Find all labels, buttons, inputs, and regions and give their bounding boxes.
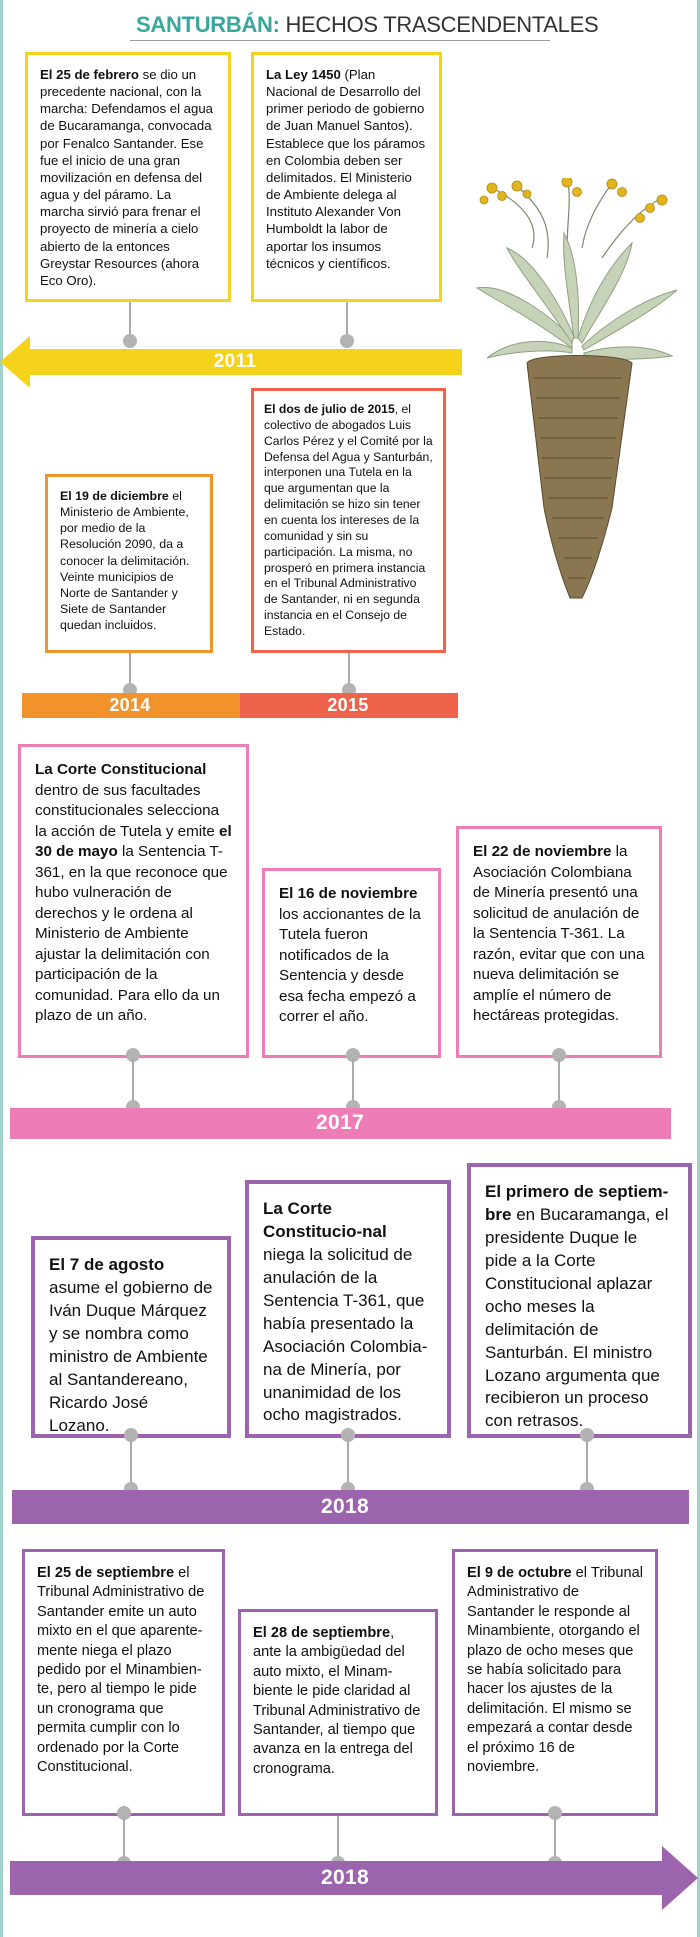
year-label-2018: 2018 bbox=[321, 1495, 369, 1518]
timeline-dot bbox=[341, 1428, 355, 1442]
timeline-stem bbox=[352, 1058, 354, 1110]
timeline-dot bbox=[340, 334, 354, 348]
event-card-nov16-2017: El 16 de noviembre los accionantes de la… bbox=[262, 868, 441, 1058]
event-card-ago-2018: El 7 de agosto asume el gobierno de Iván… bbox=[31, 1236, 231, 1438]
event-date: La Ley 1450 bbox=[266, 67, 341, 82]
timeline-dot bbox=[123, 334, 137, 348]
event-text: asume el gobierno de Iván Duque Márquez … bbox=[49, 1277, 213, 1435]
event-card-may-2017: La Corte Constitucional dentro de sus fa… bbox=[18, 744, 249, 1058]
timeline-stem bbox=[130, 1438, 132, 1492]
timeline-dot bbox=[548, 1806, 562, 1820]
timeline-stem bbox=[554, 1816, 556, 1866]
right-border bbox=[697, 0, 700, 1937]
event-card-feb-2011: El 25 de febrero se dio un precedente na… bbox=[25, 52, 231, 302]
event-card-corte-2018: La Corte Constitucio-nal niega la solici… bbox=[245, 1180, 451, 1438]
timeline-stem bbox=[348, 653, 350, 693]
event-date: El 16 de noviembre bbox=[279, 885, 418, 902]
event-date: El 7 de agosto bbox=[49, 1255, 165, 1274]
year-arrow-2011 bbox=[0, 336, 462, 388]
timeline-dot bbox=[346, 1048, 360, 1062]
event-date: El 22 de noviembre bbox=[473, 843, 612, 860]
event-card-sep25-2018: El 25 de septiembre el Tribunal Administ… bbox=[22, 1549, 225, 1816]
event-card-dic-2014: El 19 de diciembre el Ministerio de Ambi… bbox=[45, 474, 213, 653]
event-source: La Corte Constitucio-nal bbox=[263, 1199, 387, 1241]
timeline-dot bbox=[552, 1048, 566, 1062]
frailejon-plant-illustration bbox=[475, 178, 678, 599]
event-date: el 30 de mayo bbox=[35, 822, 232, 861]
event-date: El 28 de septiembre bbox=[253, 1625, 391, 1641]
event-text: el Tribunal Administrativo de Santander … bbox=[467, 1565, 644, 1776]
timeline-stem bbox=[347, 1438, 349, 1492]
timeline-dot bbox=[124, 1428, 138, 1442]
event-text: la Sentencia T-361, en la que reconoce q… bbox=[35, 843, 228, 1025]
timeline-stem bbox=[586, 1438, 588, 1492]
event-date: El 25 de febrero bbox=[40, 67, 139, 82]
year-label-2018-final: 2018 bbox=[321, 1866, 369, 1889]
event-text: el Ministerio de Ambiente, por medio de … bbox=[60, 489, 190, 632]
title-highlight: SANTURBÁN: bbox=[136, 12, 280, 37]
timeline-stem bbox=[558, 1058, 560, 1110]
event-date: El 19 de diciembre bbox=[60, 489, 169, 503]
timeline-stem bbox=[129, 653, 131, 693]
event-card-jul-2015: El dos de julio de 2015, el colectivo de… bbox=[251, 388, 446, 653]
event-card-oct9-2018: El 9 de octubre el Tribunal Administrati… bbox=[452, 1549, 658, 1816]
event-card-sep28-2018: El 28 de septiembre, ante la ambigüedad … bbox=[238, 1609, 438, 1816]
year-arrow-2018 bbox=[10, 1846, 698, 1910]
event-text: , el colectivo de abogados Luis Carlos P… bbox=[264, 402, 433, 639]
event-text: en Bucaramanga, el presidente Duque le p… bbox=[485, 1204, 669, 1431]
event-text: , ante la ambigüedad del auto mixto, el … bbox=[253, 1625, 421, 1777]
year-bar-2018 bbox=[12, 1490, 689, 1524]
title-rest: HECHOS TRASCENDENTALES bbox=[279, 12, 599, 37]
year-bar-2017 bbox=[10, 1108, 671, 1139]
event-date: El primero de septiem-bre bbox=[485, 1182, 669, 1224]
timeline-stem bbox=[129, 302, 131, 344]
event-date: El 9 de octubre bbox=[467, 1565, 572, 1581]
event-text: niega la solicitud de anulación de la Se… bbox=[263, 1244, 428, 1425]
timeline-stem bbox=[123, 1816, 125, 1866]
year-label-2014: 2014 bbox=[109, 695, 151, 715]
timeline-stem bbox=[346, 302, 348, 344]
timeline-dot bbox=[126, 1048, 140, 1062]
title-underline bbox=[130, 40, 550, 41]
event-card-ley-1450: La Ley 1450 (Plan Nacional de Desarrollo… bbox=[251, 52, 442, 302]
event-text: el Tribunal Administrativo de Santander … bbox=[37, 1565, 205, 1776]
event-card-sep1-2018: El primero de septiem-bre en Bucaramanga… bbox=[467, 1163, 692, 1438]
event-text: los accionantes de la Tutela fueron noti… bbox=[279, 905, 421, 1026]
event-date: El dos de julio de 2015 bbox=[264, 402, 395, 416]
year-bar-2014 bbox=[22, 693, 240, 718]
left-border bbox=[0, 0, 3, 1937]
event-text: (Plan Nacional de Desarrollo del primer … bbox=[266, 67, 426, 271]
timeline-stem bbox=[337, 1816, 339, 1866]
year-label-2017: 2017 bbox=[316, 1111, 364, 1134]
event-text: dentro de sus facultades constitucionale… bbox=[35, 781, 220, 840]
event-text: la Asociación Colombiana de Minería pres… bbox=[473, 843, 645, 1025]
event-source: La Corte Constitucional bbox=[35, 761, 207, 778]
year-bar-2015 bbox=[240, 693, 458, 718]
year-label-2011: 2011 bbox=[213, 351, 257, 372]
year-label-2015: 2015 bbox=[327, 695, 369, 715]
event-date: El 25 de septiembre bbox=[37, 1565, 175, 1581]
timeline-dot bbox=[580, 1428, 594, 1442]
timeline-dot bbox=[117, 1806, 131, 1820]
page-title: SANTURBÁN: HECHOS TRASCENDENTALES bbox=[130, 12, 599, 42]
timeline-stem bbox=[132, 1058, 134, 1110]
event-card-nov22-2017: El 22 de noviembre la Asociación Colombi… bbox=[456, 826, 662, 1058]
event-text: se dio un precedente nacional, con la ma… bbox=[40, 67, 214, 288]
